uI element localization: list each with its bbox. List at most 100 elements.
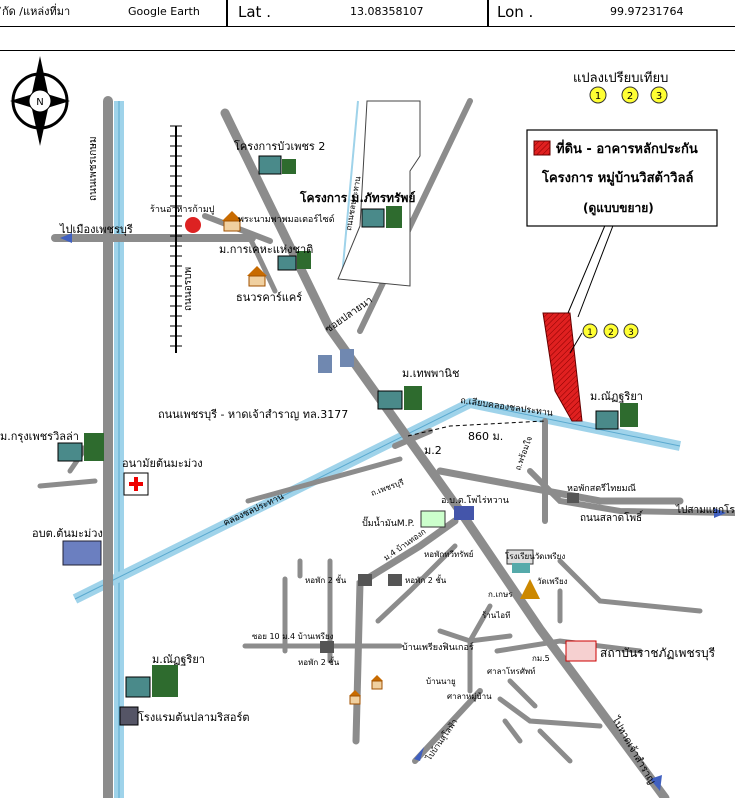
- house-icon: [247, 266, 267, 287]
- building-icon: [361, 206, 402, 228]
- comparison-number: 2: [627, 91, 633, 102]
- house-icon: [349, 690, 361, 705]
- source-value: Google Earth: [128, 5, 200, 18]
- building-icons: [57, 155, 638, 726]
- label-to-samrong: ไปสามแยกโรง: [675, 503, 735, 516]
- lon-label: Lon .: [497, 3, 534, 21]
- comparison-markers-top: 1 2 3: [589, 86, 668, 104]
- label-road-3177: ถนนเพชรบุรี - หาดเจ้าสำราญ ทล.3177: [158, 408, 348, 421]
- pha-sap-project-outline: [337, 100, 421, 287]
- label-restaurant: ร้านอาหารก้ามปู: [150, 204, 215, 215]
- label-naksuriya-1: ม.ณัฏฐริยา: [590, 390, 643, 403]
- label-gas-station: ปั๊มน้ำมันM.P.: [362, 516, 414, 529]
- label-kantan: ถนนอรบพ: [183, 267, 194, 311]
- label-phetkasem-road: ถนนเพชรเกษม: [88, 136, 99, 201]
- coordinate-header: ิกัด /แหล่งที่มา Google Earth Lat . 13.0…: [0, 0, 735, 27]
- map-frame: ที่ดิน - อาคารหลักประกัน โครงการ หมู่บ้า…: [0, 50, 735, 802]
- rajabhat-icon: [565, 640, 597, 662]
- label-rajabhat: สถาบันราชภัฏเพชรบุรี: [600, 646, 716, 661]
- label-dorm-2c: หอพัก 2 ชั้น: [298, 656, 340, 667]
- comparison-number: 2: [608, 328, 614, 338]
- gas-station-icon: [420, 510, 446, 528]
- label-km5: กม.5: [532, 654, 550, 663]
- label-krung-phet: ม.กรุงเพชรวิลล่า: [0, 430, 79, 443]
- house-icon: [222, 211, 242, 232]
- distance-path: [407, 420, 546, 437]
- label-market: ก.เกษร: [488, 590, 513, 599]
- legend-line1: ที่ดิน - อาคารหลักประกัน: [556, 139, 698, 157]
- lon-value: 99.97231764: [610, 5, 684, 18]
- label-shop: ร้านไอที: [482, 611, 510, 620]
- label-dorm-2b: หอพัก 2 ชั้น: [405, 574, 447, 585]
- label-m2: ม.2: [424, 444, 442, 457]
- building-icon: [258, 155, 296, 175]
- temple-icon: [520, 579, 540, 599]
- legend-line3: (ดูแบบขยาย): [583, 201, 654, 216]
- label-health-center: อนามัยต้นมะม่วง: [122, 457, 203, 470]
- label-school: โรงเรียนวัดเพรียง: [505, 551, 565, 561]
- label-dorm-2a: หอพัก 2 ชั้น: [305, 574, 347, 585]
- compass-icon: N: [10, 56, 70, 146]
- comparison-number: 3: [628, 328, 634, 338]
- building-icon: [125, 665, 178, 698]
- comparison-markers-map: 1 2 3: [569, 323, 639, 354]
- canals: [72, 100, 682, 798]
- dorm-icon: [567, 493, 579, 503]
- comparison-number: 1: [587, 328, 593, 338]
- label-supermarket: บ้านเพรียงฟินเกอร์: [402, 641, 474, 653]
- bridge-icon: [318, 349, 354, 373]
- label-to-phetchaburi: ไปเมืองเพชรบุรี: [59, 223, 133, 236]
- source-label: ิกัด /แหล่งที่มา: [2, 5, 71, 18]
- subject-land-parcel: [542, 312, 583, 422]
- label-village-hall: ศาลาหมู่บ้าน: [447, 692, 492, 702]
- label-thonwork: ธนวรคาร์แคร์: [236, 291, 302, 304]
- label-distance: 860 ม.: [468, 430, 503, 443]
- label-police: พระนามพาพมอเตอร์ไซด์: [238, 213, 335, 225]
- comparison-number: 3: [656, 91, 662, 102]
- direction-arrows: [60, 233, 726, 791]
- header-divider: [226, 0, 228, 26]
- lat-label: Lat .: [238, 3, 271, 21]
- obt-icon: [454, 506, 474, 520]
- school-icon: [506, 549, 534, 573]
- label-wai-rai: ถ.พร้อมใจ: [513, 435, 534, 472]
- label-pha-sap: โครงการ ม.ภัทรทรัพย์: [299, 190, 415, 205]
- label-dorm-tairat: หอพักทวีทรัพย์: [424, 549, 474, 559]
- location-map: ที่ดิน - อาคารหลักประกัน โครงการ หมู่บ้า…: [0, 56, 735, 802]
- house-icon: [371, 675, 383, 690]
- legend-callout: ที่ดิน - อาคารหลักประกัน โครงการ หมู่บ้า…: [526, 129, 718, 318]
- label-phai-rom: อ.บ.ต.โพไร่หวาน: [441, 495, 509, 506]
- railway: [170, 125, 182, 353]
- label-dorm-sorathip: หอพักสตรีไทยมณี: [567, 483, 636, 494]
- building-icon: [377, 386, 422, 410]
- label-house-sign: บ้านนายู: [426, 677, 456, 687]
- label-to-hadchao: ไปหาดเจ้าสำราญ: [609, 714, 658, 787]
- dorm-icon: [320, 641, 334, 653]
- legend-line2: โครงการ หมู่บ้านวิสต้าวิลล์: [541, 169, 694, 186]
- svg-text:N: N: [36, 97, 43, 108]
- label-obt: อบต.ต้นมะม่วง: [32, 527, 103, 540]
- building-icon: [57, 433, 104, 462]
- building-icon: [62, 540, 102, 566]
- label-to-khaotakiap: ไปบ้านสุโลฟ้า: [423, 717, 460, 763]
- comparison-title: แปลงเปรียบเทียบ: [573, 70, 668, 86]
- restaurant-icon: [185, 217, 201, 233]
- comparison-number: 1: [595, 91, 601, 102]
- label-resort: โรงแรมต้นปลามริสอร์ต: [138, 710, 250, 724]
- label-kankheha: ม.การเคหะแห่งชาติ: [219, 243, 313, 256]
- label-bua-phet: โครงการบัวเพชร 2: [234, 139, 325, 153]
- dorm-icon: [358, 574, 372, 586]
- building-icon: [595, 403, 638, 430]
- label-saladphet: ถนนสลาดโพธิ์: [580, 510, 644, 524]
- label-soi10: ซอย 10 ม.4 บ้านเพรียง: [252, 632, 334, 641]
- label-telephone: ศาลาโทรศัพท์: [487, 666, 535, 676]
- dorm-icon: [388, 574, 402, 586]
- building-icon: [277, 251, 311, 271]
- lat-value: 13.08358107: [350, 5, 424, 18]
- label-thepphanich: ม.เทพพานิช: [402, 367, 459, 380]
- label-to-chaosamran: ถ.เพชรบุรี: [370, 477, 406, 497]
- resort-icon: [119, 706, 139, 726]
- label-temple: วัดเพรียง: [537, 577, 568, 586]
- hospital-icon: [123, 472, 149, 496]
- label-naksuriya-2: ม.ณัฏฐริยา: [152, 653, 205, 666]
